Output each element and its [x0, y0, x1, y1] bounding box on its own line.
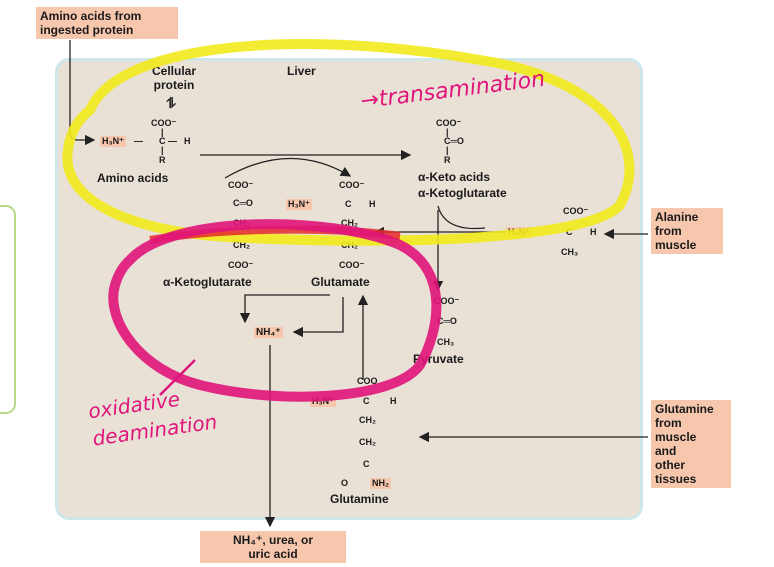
glutamate-label: Glutamate	[311, 275, 370, 289]
magenta-deamination-circle	[108, 219, 442, 402]
glutamine-nh2: NH₂	[370, 478, 391, 489]
reversible-arrow: ⥮	[166, 95, 177, 111]
aminoacid-bond-top: |	[161, 127, 164, 137]
glutamine-source-line-5: other	[655, 458, 685, 472]
glutamine-c-amide: C	[363, 459, 370, 469]
alanine-ch3: CH₃	[561, 247, 579, 257]
aminoacid-bond-bottom: |	[161, 145, 164, 155]
arrow-glutamate-to-ketoacids-curve	[437, 205, 486, 230]
aminoacid-coo: COO⁻	[151, 118, 177, 128]
pyruvate-coo: COO⁻	[434, 296, 460, 306]
glutamine-c: C	[363, 396, 370, 406]
glutamine-coo: COO	[357, 376, 378, 386]
glutamate-h3n: H₃N⁺	[286, 199, 312, 210]
nh4-label: NH₄⁺	[254, 327, 283, 338]
glutamate-coo-bottom: COO⁻	[339, 260, 365, 270]
keto-glutarate-top-label: α-Ketoglutarate	[418, 186, 507, 200]
ketoacid-coo: COO⁻	[436, 118, 462, 128]
output-line-1: NH₄⁺, urea, or	[232, 533, 314, 547]
glutamine-source-line-3: muscle	[655, 430, 697, 444]
glutamine-source-line-6: tissues	[655, 472, 697, 486]
pyruvate-c-eq-o: C═O	[437, 316, 457, 326]
cellular-protein-line-2: protein	[153, 78, 195, 92]
glutamine-source-box: Glutamine from muscle and other tissues	[651, 400, 731, 488]
aminoacid-r: R	[159, 155, 166, 165]
glutamate-h: H	[369, 199, 376, 209]
liver-compartment	[55, 58, 643, 520]
liver-label: Liver	[287, 64, 316, 78]
glutamine-source-line-2: from	[655, 416, 682, 430]
aminoacid-bond-right: —	[168, 136, 177, 146]
glutamine-ch2-2: CH₂	[359, 437, 376, 447]
glutamine-o: O	[341, 478, 349, 488]
magenta-pointer-line	[159, 359, 196, 396]
akg-c-eq-o: C═O	[233, 198, 253, 208]
cellular-protein-label: Cellular protein	[142, 64, 206, 92]
keto-acids-label: α-Keto acids	[418, 170, 491, 184]
glutamine-h: H	[390, 396, 397, 406]
akg-coo-bottom: COO⁻	[228, 260, 254, 270]
ketoacid-bond-bottom: |	[446, 145, 449, 155]
akg-ch2-2: CH₂	[233, 240, 250, 250]
cellular-protein-line-1: Cellular	[151, 64, 196, 78]
glutamate-c: C	[345, 199, 352, 209]
arrow-glutamate-to-nh4	[292, 297, 344, 338]
alanine-box: Alanine from muscle	[651, 208, 723, 254]
output-line-2: uric acid	[248, 547, 298, 561]
akg-coo-top: COO⁻	[228, 180, 254, 190]
ketoacid-bond-top: |	[446, 127, 449, 137]
aminoacid-h3n: H₃N⁺	[100, 136, 126, 147]
arrow-ketoglut-to-glutamate-curve	[224, 157, 352, 179]
left-bracket	[0, 205, 16, 414]
alanine-h: H	[590, 227, 597, 237]
alanine-line-3: muscle	[655, 238, 697, 252]
ingested-line-2: ingested protein	[40, 23, 134, 37]
glutamine-label: Glutamine	[330, 492, 389, 506]
output-box: NH₄⁺, urea, or uric acid	[200, 531, 346, 563]
alanine-c: C	[566, 227, 573, 237]
amino-acids-label: Amino acids	[97, 171, 169, 185]
keto-glutarate-bottom-label: α-Ketoglutarate	[163, 275, 252, 289]
glutamate-coo-top: COO⁻	[339, 180, 365, 190]
aminoacid-c: C	[159, 136, 166, 146]
alanine-coo: COO⁻	[563, 206, 589, 216]
ingested-protein-box: Amino acids from ingested protein	[36, 7, 178, 39]
pyruvate-ch3: CH₃	[437, 337, 455, 347]
glutamine-ch2-1: CH₂	[359, 415, 376, 425]
alanine-line-1: Alanine	[655, 210, 699, 224]
ketoacid-r: R	[444, 155, 451, 165]
alanine-line-2: from	[655, 224, 682, 238]
aminoacid-h: H	[184, 136, 191, 146]
ketoacid-c-eq-o: C═O	[444, 136, 464, 146]
aminoacid-bond-left: —	[134, 136, 143, 146]
yellow-transamination-circle	[62, 39, 635, 246]
glutamine-source-line-1: Glutamine	[655, 402, 714, 416]
ingested-line-1: Amino acids from	[40, 9, 142, 23]
glutamate-ch2-1: CH₂	[341, 218, 358, 228]
arrow-glutamate-to-ketoglut	[239, 294, 330, 324]
glutamine-source-line-4: and	[655, 444, 677, 458]
